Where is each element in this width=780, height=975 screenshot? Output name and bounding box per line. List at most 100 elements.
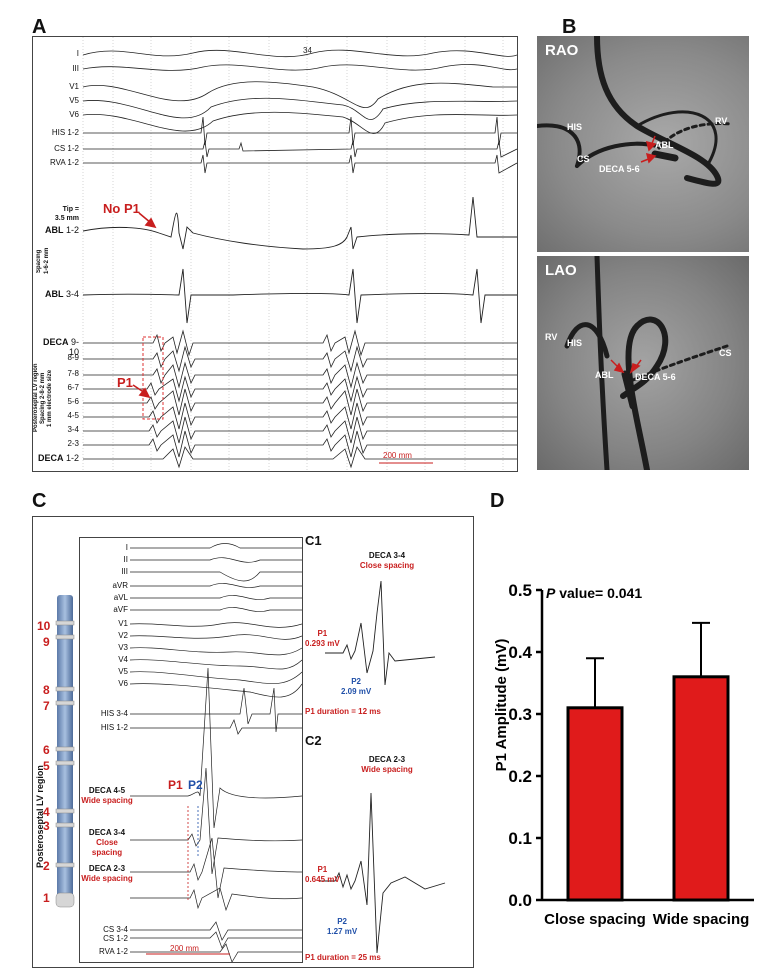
abl34-sub: 3-4 [65,289,79,299]
lead-label: CS 3-4 [103,925,128,934]
deca-region: Posteroseptal LV region [33,363,39,433]
c1-trace [325,580,436,686]
no-p1-annotation: No P1 [103,201,140,216]
lead-label: CS 1-2 [54,144,79,153]
y-tick-label: 0.5 [508,581,532,600]
lead-label: V5 [69,96,79,105]
c1-duration: P1 duration = 12 ms [305,707,381,716]
lead-label: HIS 1-2 [100,723,128,732]
c2-title: DECA 2-3 [368,755,406,764]
p-rest: value= 0.041 [555,585,642,601]
rao-label-his: HIS [567,122,583,132]
c1-p1-value: 0.293 mV [305,639,340,648]
c2-p1-label: P1 [317,865,328,874]
rao-label-deca: DECA 5-6 [599,164,640,174]
deca45-label: DECA 4-5 [88,786,126,795]
electrode-number: 7 [43,699,50,713]
catheter-region-label: Posteroseptal LV region [35,765,45,869]
lead-label: I [125,543,128,552]
deca-spacing: Spacing 2-8-2 mm [40,372,46,424]
panel-a-recording: 34 [32,36,518,472]
deca45-note: Wide spacing [81,796,133,805]
lead-label: V6 [69,110,79,119]
lao-catheters [564,256,729,470]
rao-label-abl: ABL [655,140,674,150]
y-tick-label: 0.0 [508,891,532,910]
lead-label: I [76,49,79,58]
panel-letter-d: D [490,490,505,512]
electrode-number: 3 [43,819,50,833]
c2-inset: C2 DECA 2-3 Wide spacing P1 0.645 mV P2 … [305,733,469,967]
deca-label: 7-8 [67,369,79,378]
deca-top-label: DECA [42,337,69,347]
lead-label: V3 [118,643,128,652]
lao-label-deca: DECA 5-6 [635,372,676,382]
lead-label: V1 [118,619,128,628]
c2-duration: P1 duration = 25 ms [305,953,381,962]
electrode-number: 1 [43,891,50,905]
lao-label-abl: ABL [595,370,614,380]
panel-c-ecg-box: I II III aVR aVL aVF V1 V2 V3 V4 V5 V6 H… [79,537,303,963]
y-tick-label: 0.1 [508,829,532,848]
deca-top-sub: 9-10 [68,337,79,357]
deca34-label: DECA 3-4 [88,828,126,837]
c1-inset: C1 DECA 3-4 Close spacing P1 0.293 mV P2… [305,533,469,733]
deca-catheter-illustration [55,595,75,908]
rao-label-cs: CS [577,154,590,164]
panel-a-labels: I III V1 V5 V6 HIS 1-2 CS 1-2 RVA 1-2 Ti… [33,37,83,471]
abl-spacing: 1-6-2 mm [44,247,50,275]
lead-label: V2 [118,631,128,640]
deca23-label: DECA 2-3 [88,864,126,873]
panel-a-scale-label: 200 mm [383,451,412,460]
panel-letter-a: A [32,16,47,38]
panel-c-p2: P2 [188,778,203,792]
lao-title: LAO [545,262,577,279]
y-ticks: 0.00.10.20.30.40.5 [508,581,542,910]
deca34-note: Close spacing [91,838,123,857]
panel-a-grid [82,37,504,471]
deca-label: 8-9 [67,353,79,362]
y-tick-label: 0.3 [508,705,532,724]
p1-highlight-box [142,336,164,420]
c1-p2-value: 2.09 mV [341,687,372,696]
electrode-number: 2 [43,859,50,873]
panel-c-traces [129,543,303,963]
rao-catheters [537,36,734,187]
panel-a-arrows [132,212,157,399]
c2-tag: C2 [305,733,322,748]
abl-traces [82,196,517,324]
c1-tag: C1 [305,533,322,548]
x-tick-label: Close spacing [544,911,646,928]
panel-letter-b: B [562,16,577,38]
electrode-number: 8 [43,683,50,697]
lead-label: II [123,555,128,564]
c1-subtitle: Close spacing [359,561,415,570]
c2-trace [319,792,446,954]
deca-traces [83,329,517,469]
tip-note: Tip = [62,206,79,213]
lead-label: aVR [112,581,128,590]
lead-label: III [121,567,128,576]
electrode-number: 10 [37,619,51,633]
abl-spacing: Spacing [36,249,42,273]
y-tick-label: 0.2 [508,767,532,786]
c1-title: DECA 3-4 [368,551,406,560]
lead-label: HIS 1-2 [51,128,79,137]
abl34-label: ABL [44,289,64,299]
top-marker: 34 [303,46,312,55]
c2-p2-value: 1.27 mV [327,927,358,936]
panel-a-traces: 34 [82,37,518,471]
deca-bot-label: DECA [37,453,64,463]
y-axis-label: P1 Amplitude (mV) [493,639,510,772]
panel-letter-c: C [32,490,47,512]
c2-subtitle: Wide spacing [361,765,413,774]
deca-label: 6-7 [67,383,79,392]
lead-label: RVA 1-2 [49,158,79,167]
bars [566,621,730,902]
electrode-number: 6 [43,743,50,757]
deca-bot-sub: 1-2 [65,453,79,463]
tip-note: 3.5 mm [54,215,79,222]
abl12-sub: 1-2 [65,225,79,235]
deca-label: 4-5 [67,411,79,420]
lead-label: V6 [118,679,128,688]
